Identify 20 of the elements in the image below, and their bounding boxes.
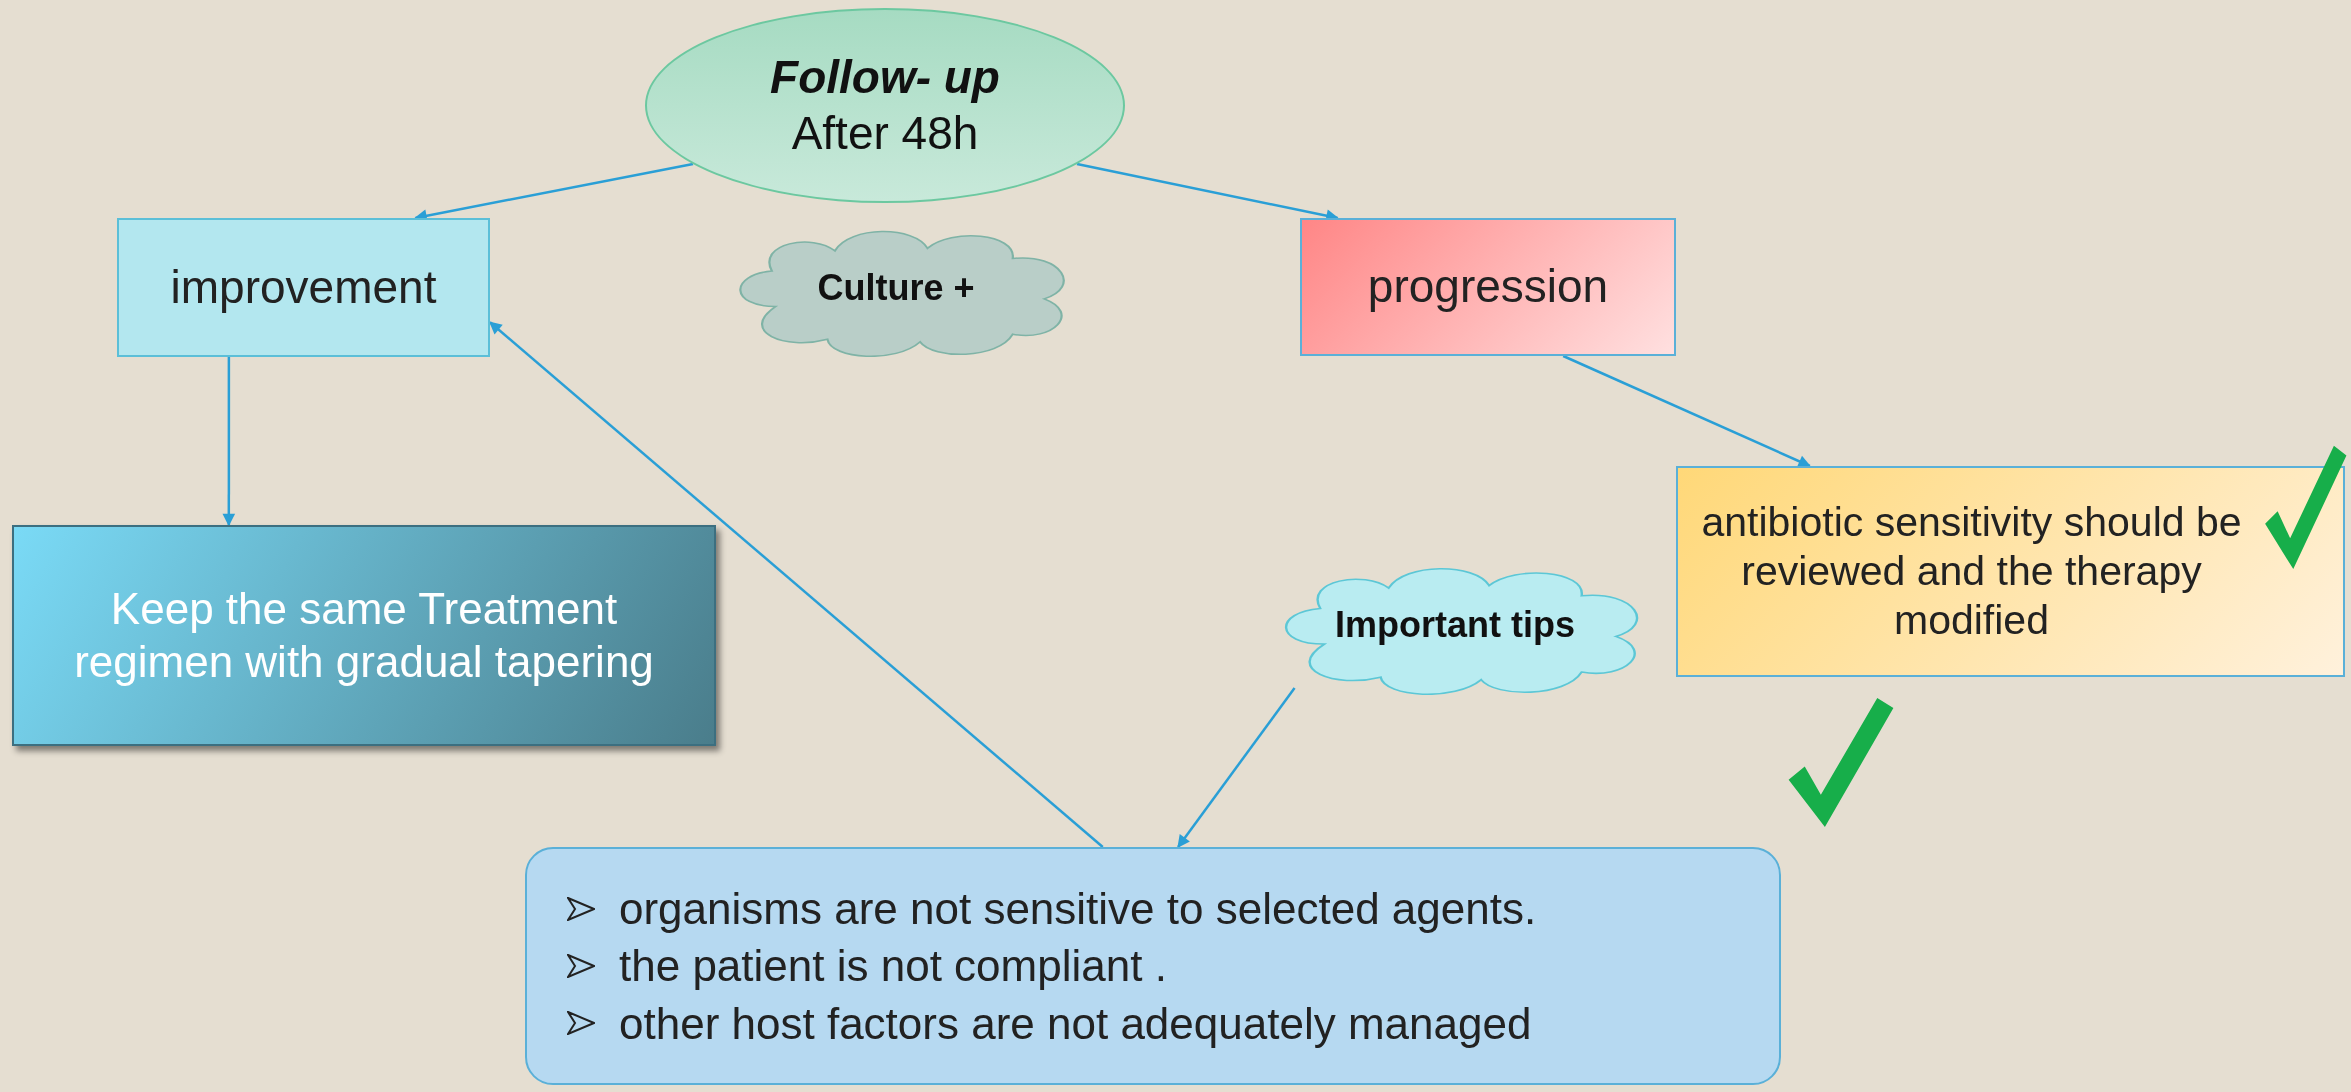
cloud-label: Culture + <box>817 265 975 310</box>
rounded-box <box>525 847 1781 1085</box>
node-heading: Follow- up <box>770 50 1000 106</box>
bullet-item: other host factors are not adequately managed <box>619 997 1532 1050</box>
bullet-item: organisms are not sensitive to selected agents. <box>619 883 1537 936</box>
arrow <box>1562 354 1811 468</box>
node-text: improvement <box>170 259 437 315</box>
process-box <box>1300 218 1676 356</box>
node-text: progression <box>1367 259 1609 315</box>
node-text: Keep the same Treatment regimen with gradual tapering <box>73 582 655 688</box>
arrow <box>222 357 236 527</box>
bullet-item: the patient is not compliant . <box>619 940 1167 993</box>
process-box <box>117 218 490 357</box>
arrow <box>489 321 1104 848</box>
node-text: antibiotic sensitivity should be reviewed and the therapy modified <box>1700 497 2243 646</box>
cloud-label: Important tips <box>1335 603 1575 647</box>
process-box <box>1676 466 2345 677</box>
arrow <box>1177 687 1296 848</box>
node-text: After 48h <box>791 105 979 161</box>
process-box <box>12 525 716 746</box>
